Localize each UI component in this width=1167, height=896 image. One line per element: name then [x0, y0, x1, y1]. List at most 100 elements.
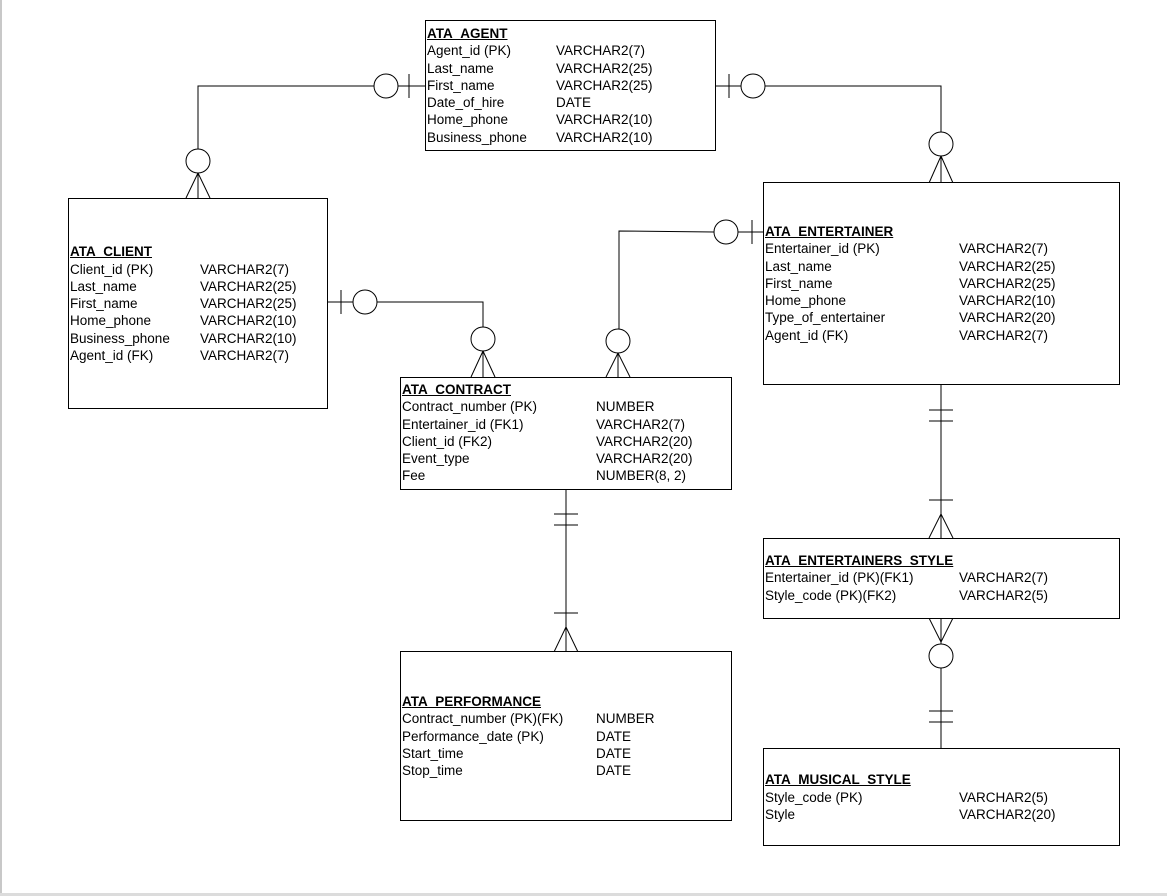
- attribute-type: NUMBER: [596, 399, 655, 414]
- attribute-row: Entertainer_id (PK) VARCHAR2(7): [765, 240, 1048, 257]
- page-edge: [0, 0, 2, 896]
- entity-ata-agent[interactable]: ATA_AGENT Agent_id (PK) VARCHAR2(7) Last_…: [425, 20, 716, 151]
- attribute-name: Home_phone: [427, 112, 509, 127]
- attribute-row: Client_id (PK)VARCHAR2(7): [70, 261, 289, 278]
- attribute-row: First_name VARCHAR2(25): [765, 275, 1056, 292]
- attribute-name: Home_phone: [70, 313, 152, 328]
- attribute-name: Style: [765, 807, 796, 822]
- attribute-row: Stop_time DATE: [402, 762, 631, 779]
- entity-ata-entertainer[interactable]: ATA_ENTERTAINER Entertainer_id (PK) VARCH…: [763, 182, 1120, 385]
- attribute-type: VARCHAR2(10): [200, 313, 297, 328]
- rel-agent-client: [185, 73, 425, 199]
- attribute-name: Agent_id (PK): [427, 43, 512, 58]
- entity-ata-performance[interactable]: ATA_PERFORMANCE Contract_number (PK)(FK)…: [400, 651, 732, 821]
- attribute-name: Stop_time: [402, 763, 463, 778]
- attribute-name: Performance_date (PK): [402, 728, 544, 744]
- rel-contract-performance: [553, 489, 579, 653]
- entity-ata-entertainers-style[interactable]: ATA_ENTERTAINERS_STYLE Entertainer_id (P…: [763, 538, 1120, 619]
- attribute-type: VARCHAR2(20): [959, 807, 1056, 822]
- entity-title: ATA_ENTERTAINERS_STYLE: [765, 553, 954, 568]
- attribute-name: First_name: [427, 78, 495, 93]
- attribute-row: Last_name VARCHAR2(25): [765, 258, 1056, 275]
- attribute-row: Home_phone VARCHAR2(10): [70, 312, 297, 329]
- entity-title: ATA_ENTERTAINER: [765, 224, 894, 239]
- attribute-row: First_name VARCHAR2(25): [70, 295, 297, 312]
- attribute-name: Agent_id (FK): [765, 327, 849, 343]
- attribute-name: Entertainer_id (PK)(FK1): [765, 570, 914, 585]
- attribute-type: DATE: [556, 95, 592, 110]
- attribute-type: VARCHAR2(7): [556, 43, 646, 58]
- attribute-name: Last_name: [427, 60, 494, 76]
- attribute-name: Contract_number (PK)(FK): [402, 711, 564, 726]
- attribute-type: DATE: [596, 763, 632, 778]
- attribute-type: VARCHAR2(10): [556, 112, 653, 127]
- attribute-name: Last_name: [70, 279, 137, 294]
- attribute-type: VARCHAR2(10): [556, 129, 653, 145]
- attribute-name: First_name: [70, 296, 138, 311]
- attribute-name: Date_of_hire: [427, 95, 505, 110]
- entity-title: ATA_AGENT: [427, 26, 508, 41]
- entity-ata-client[interactable]: ATA_CLIENT Client_id (PK)VARCHAR2(7) Las…: [68, 198, 328, 409]
- attribute-row: Entertainer_id (FK1) VARCHAR2(7): [402, 416, 685, 433]
- attribute-name: Style_code (PK)(FK2): [765, 587, 897, 603]
- rel-musical-style-entertainers-style: [928, 617, 954, 748]
- attribute-name: Entertainer_id (PK): [765, 241, 880, 256]
- attribute-row: Style_code (PK)VARCHAR2(5): [765, 789, 1048, 806]
- attribute-type: VARCHAR2(25): [959, 258, 1056, 274]
- attribute-type: VARCHAR2(7): [959, 241, 1049, 256]
- attribute-name: Type_of_entertainer: [765, 310, 886, 325]
- attribute-row: Style_code (PK)(FK2) VARCHAR2(5): [765, 587, 1048, 604]
- attribute-name: Entertainer_id (FK1): [402, 416, 524, 432]
- attribute-name: First_name: [765, 276, 833, 291]
- attribute-name: Event_type: [402, 451, 470, 466]
- page-edge-bottom: [0, 893, 1167, 896]
- attribute-row: First_name VARCHAR2(25): [427, 77, 653, 94]
- attribute-row: Home_phone VARCHAR2(10): [427, 111, 653, 128]
- attribute-name: Home_phone: [765, 293, 847, 308]
- attribute-type: VARCHAR2(25): [959, 276, 1056, 291]
- attribute-row: Agent_id (PK) VARCHAR2(7): [427, 42, 645, 59]
- entity-ata-contract[interactable]: ATA_CONTRACT Contract_number (PK)NUMBER …: [400, 377, 732, 490]
- attribute-type: VARCHAR2(20): [596, 434, 693, 449]
- entity-title: ATA_MUSICAL_STYLE: [765, 772, 911, 787]
- attribute-type: VARCHAR2(7): [959, 570, 1049, 585]
- attribute-type: DATE: [596, 728, 632, 744]
- attribute-type: VARCHAR2(25): [200, 279, 297, 294]
- entity-ata-musical-style[interactable]: ATA_MUSICAL_STYLE Style_code (PK)VARCHAR…: [763, 748, 1120, 846]
- rel-agent-entertainer: [715, 73, 954, 184]
- attribute-name: Business_phone: [70, 330, 170, 346]
- attribute-row: Agent_id (FK) VARCHAR2(7): [765, 327, 1048, 344]
- attribute-row: Entertainer_id (PK)(FK1) VARCHAR2(7): [765, 569, 1048, 586]
- attribute-type: VARCHAR2(7): [200, 261, 290, 277]
- attribute-type: VARCHAR2(25): [200, 296, 297, 311]
- attribute-row: Contract_number (PK) NUMBER: [402, 398, 655, 415]
- attribute-row: Agent_id (FK)VARCHAR2(7): [70, 347, 289, 364]
- attribute-type: VARCHAR2(7): [596, 416, 686, 432]
- attribute-row: Performance_date (PK) DATE: [402, 728, 631, 745]
- attribute-type: VARCHAR2(25): [556, 78, 653, 93]
- attribute-name: Last_name: [765, 258, 832, 274]
- attribute-type: DATE: [596, 746, 632, 761]
- attribute-type: VARCHAR2(7): [200, 348, 290, 363]
- rel-entertainer-contract: [605, 219, 764, 378]
- attribute-row: Contract_number (PK)(FK)NUMBER: [402, 710, 655, 727]
- attribute-type: VARCHAR2(20): [596, 451, 693, 466]
- attribute-name: Contract_number (PK): [402, 399, 538, 414]
- attribute-type: VARCHAR2(10): [200, 330, 297, 346]
- attribute-type: VARCHAR2(5): [959, 789, 1049, 805]
- entity-title: ATA_PERFORMANCE: [402, 694, 542, 709]
- attribute-type: VARCHAR2(5): [959, 587, 1049, 603]
- rel-entertainer-entertainers-style: [928, 384, 954, 539]
- attribute-row: Event_type VARCHAR2(20): [402, 450, 693, 467]
- attribute-row: Style VARCHAR2(20): [765, 806, 1056, 823]
- attribute-type: VARCHAR2(7): [959, 327, 1049, 343]
- attribute-row: Business_phone VARCHAR2(10): [70, 330, 297, 347]
- entity-title: ATA_CLIENT: [70, 244, 152, 259]
- attribute-type: NUMBER(8, 2): [596, 468, 687, 483]
